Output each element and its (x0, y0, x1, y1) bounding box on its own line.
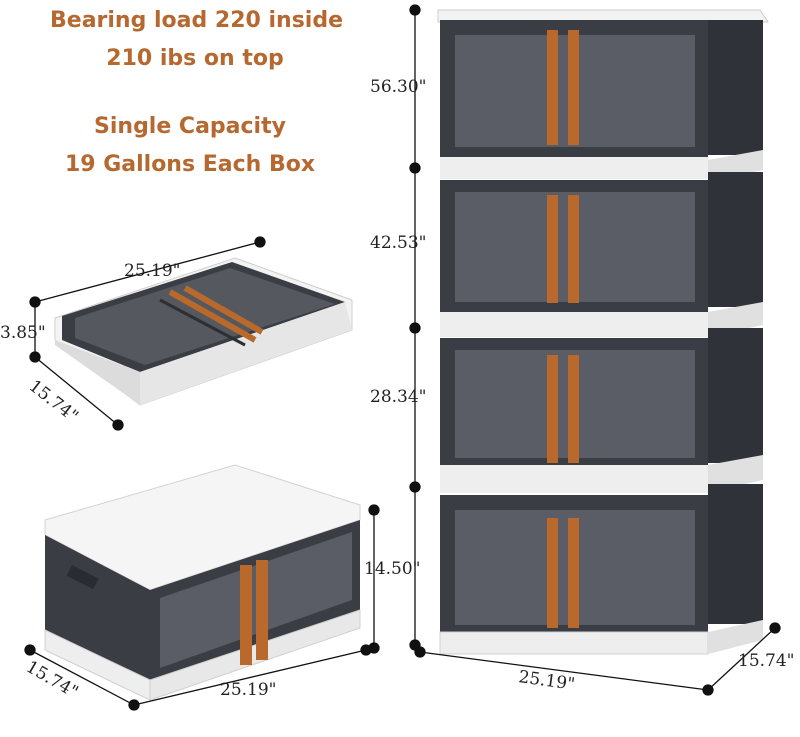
single-depth-label: 15.74" (23, 657, 82, 703)
stacked-boxes (437, 9, 769, 655)
headline-gallons: 19 Gallons Each Box (64, 152, 316, 177)
folded-depth-label: 15.74" (25, 376, 82, 427)
headline-capacity: Single Capacity (94, 114, 286, 139)
folded-handle (168, 289, 257, 343)
single-box (44, 464, 361, 701)
stack-height-2-label: 28.34" (370, 387, 427, 407)
single-height-label: 14.50" (364, 559, 421, 579)
folded-height-label: 3.85" (0, 323, 46, 343)
stack-box-4 (439, 484, 763, 655)
single-width-label: 25.19" (220, 680, 277, 700)
headline-load-inside: Bearing load 220 inside (50, 8, 343, 33)
stack-height-4-label: 56.30" (370, 77, 427, 97)
stack-box-2 (440, 172, 763, 337)
stack-box-3 (440, 328, 763, 493)
stack-dimension-lines (409, 4, 781, 696)
single-box-handle (240, 565, 252, 665)
stack-height-3-label: 42.53" (370, 233, 427, 253)
stack-depth-label: 15.74" (738, 651, 795, 671)
folded-dimension-lines (29, 236, 266, 431)
stack-box-1 (440, 20, 763, 182)
single-dimension-lines (24, 504, 380, 711)
headline-load-top: 210 ibs on top (106, 46, 284, 71)
folded-width-label: 25.19" (124, 261, 181, 281)
folded-box (54, 257, 353, 406)
